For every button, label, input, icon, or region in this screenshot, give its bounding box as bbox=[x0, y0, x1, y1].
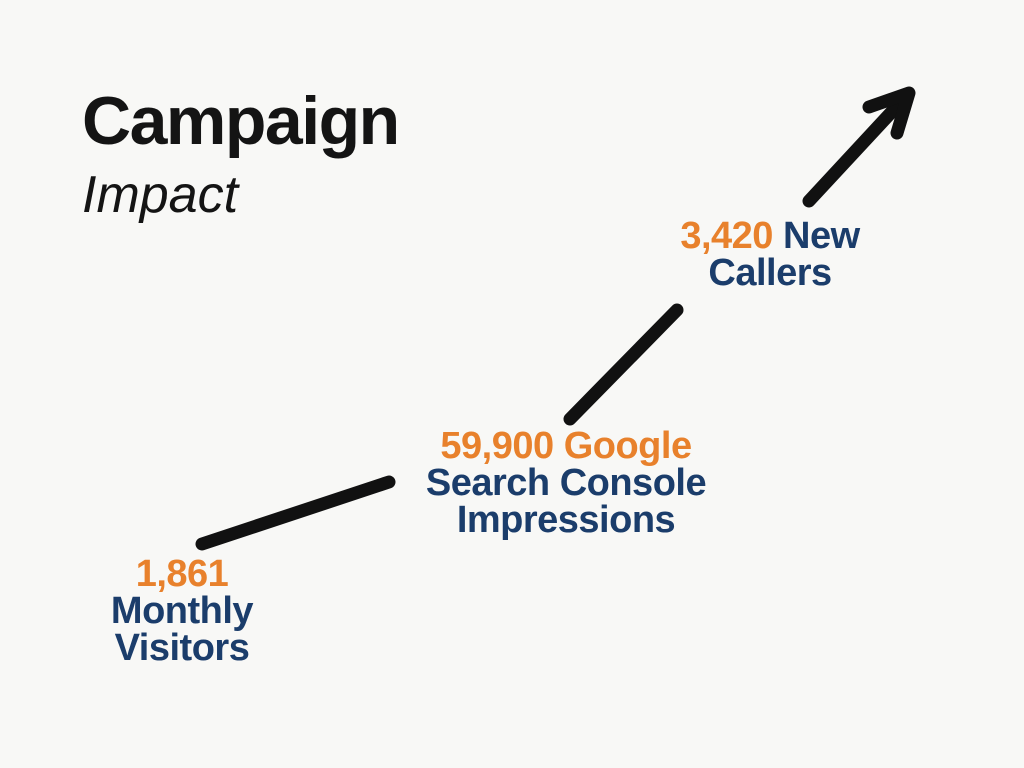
page-title: Campaign bbox=[82, 83, 400, 159]
arrow-segment-2 bbox=[563, 303, 684, 426]
arrowhead-icon bbox=[862, 86, 916, 140]
page-subtitle: Impact bbox=[82, 166, 239, 224]
stat-line: 3,420 New bbox=[646, 215, 894, 257]
stat-value-rest: New bbox=[772, 215, 860, 257]
title-block: Campaign Impact bbox=[82, 83, 400, 224]
stat-value: 59,900 Google bbox=[440, 425, 692, 467]
stat-label-line: Search Console bbox=[425, 462, 707, 504]
stat-label-line: Callers bbox=[708, 252, 832, 294]
stat-value: 3,420 bbox=[680, 215, 773, 257]
stat-value: 1,861 bbox=[135, 553, 229, 595]
stat-monthly-visitors: 1,861 Monthly Visitors bbox=[58, 553, 306, 669]
arrow-segment-3 bbox=[802, 97, 906, 208]
stat-label-line: Visitors bbox=[114, 627, 250, 669]
stat-label-line: Monthly bbox=[110, 590, 254, 632]
stat-search-impressions: 59,900 Google Search Console Impressions bbox=[408, 425, 724, 541]
stat-line: 1,861 bbox=[58, 553, 306, 595]
arrow-segment-1 bbox=[195, 475, 396, 551]
stat-label-line: Impressions bbox=[456, 499, 676, 541]
stat-line: 59,900 Google bbox=[408, 425, 724, 467]
stat-new-callers: 3,420 New Callers bbox=[646, 215, 894, 294]
